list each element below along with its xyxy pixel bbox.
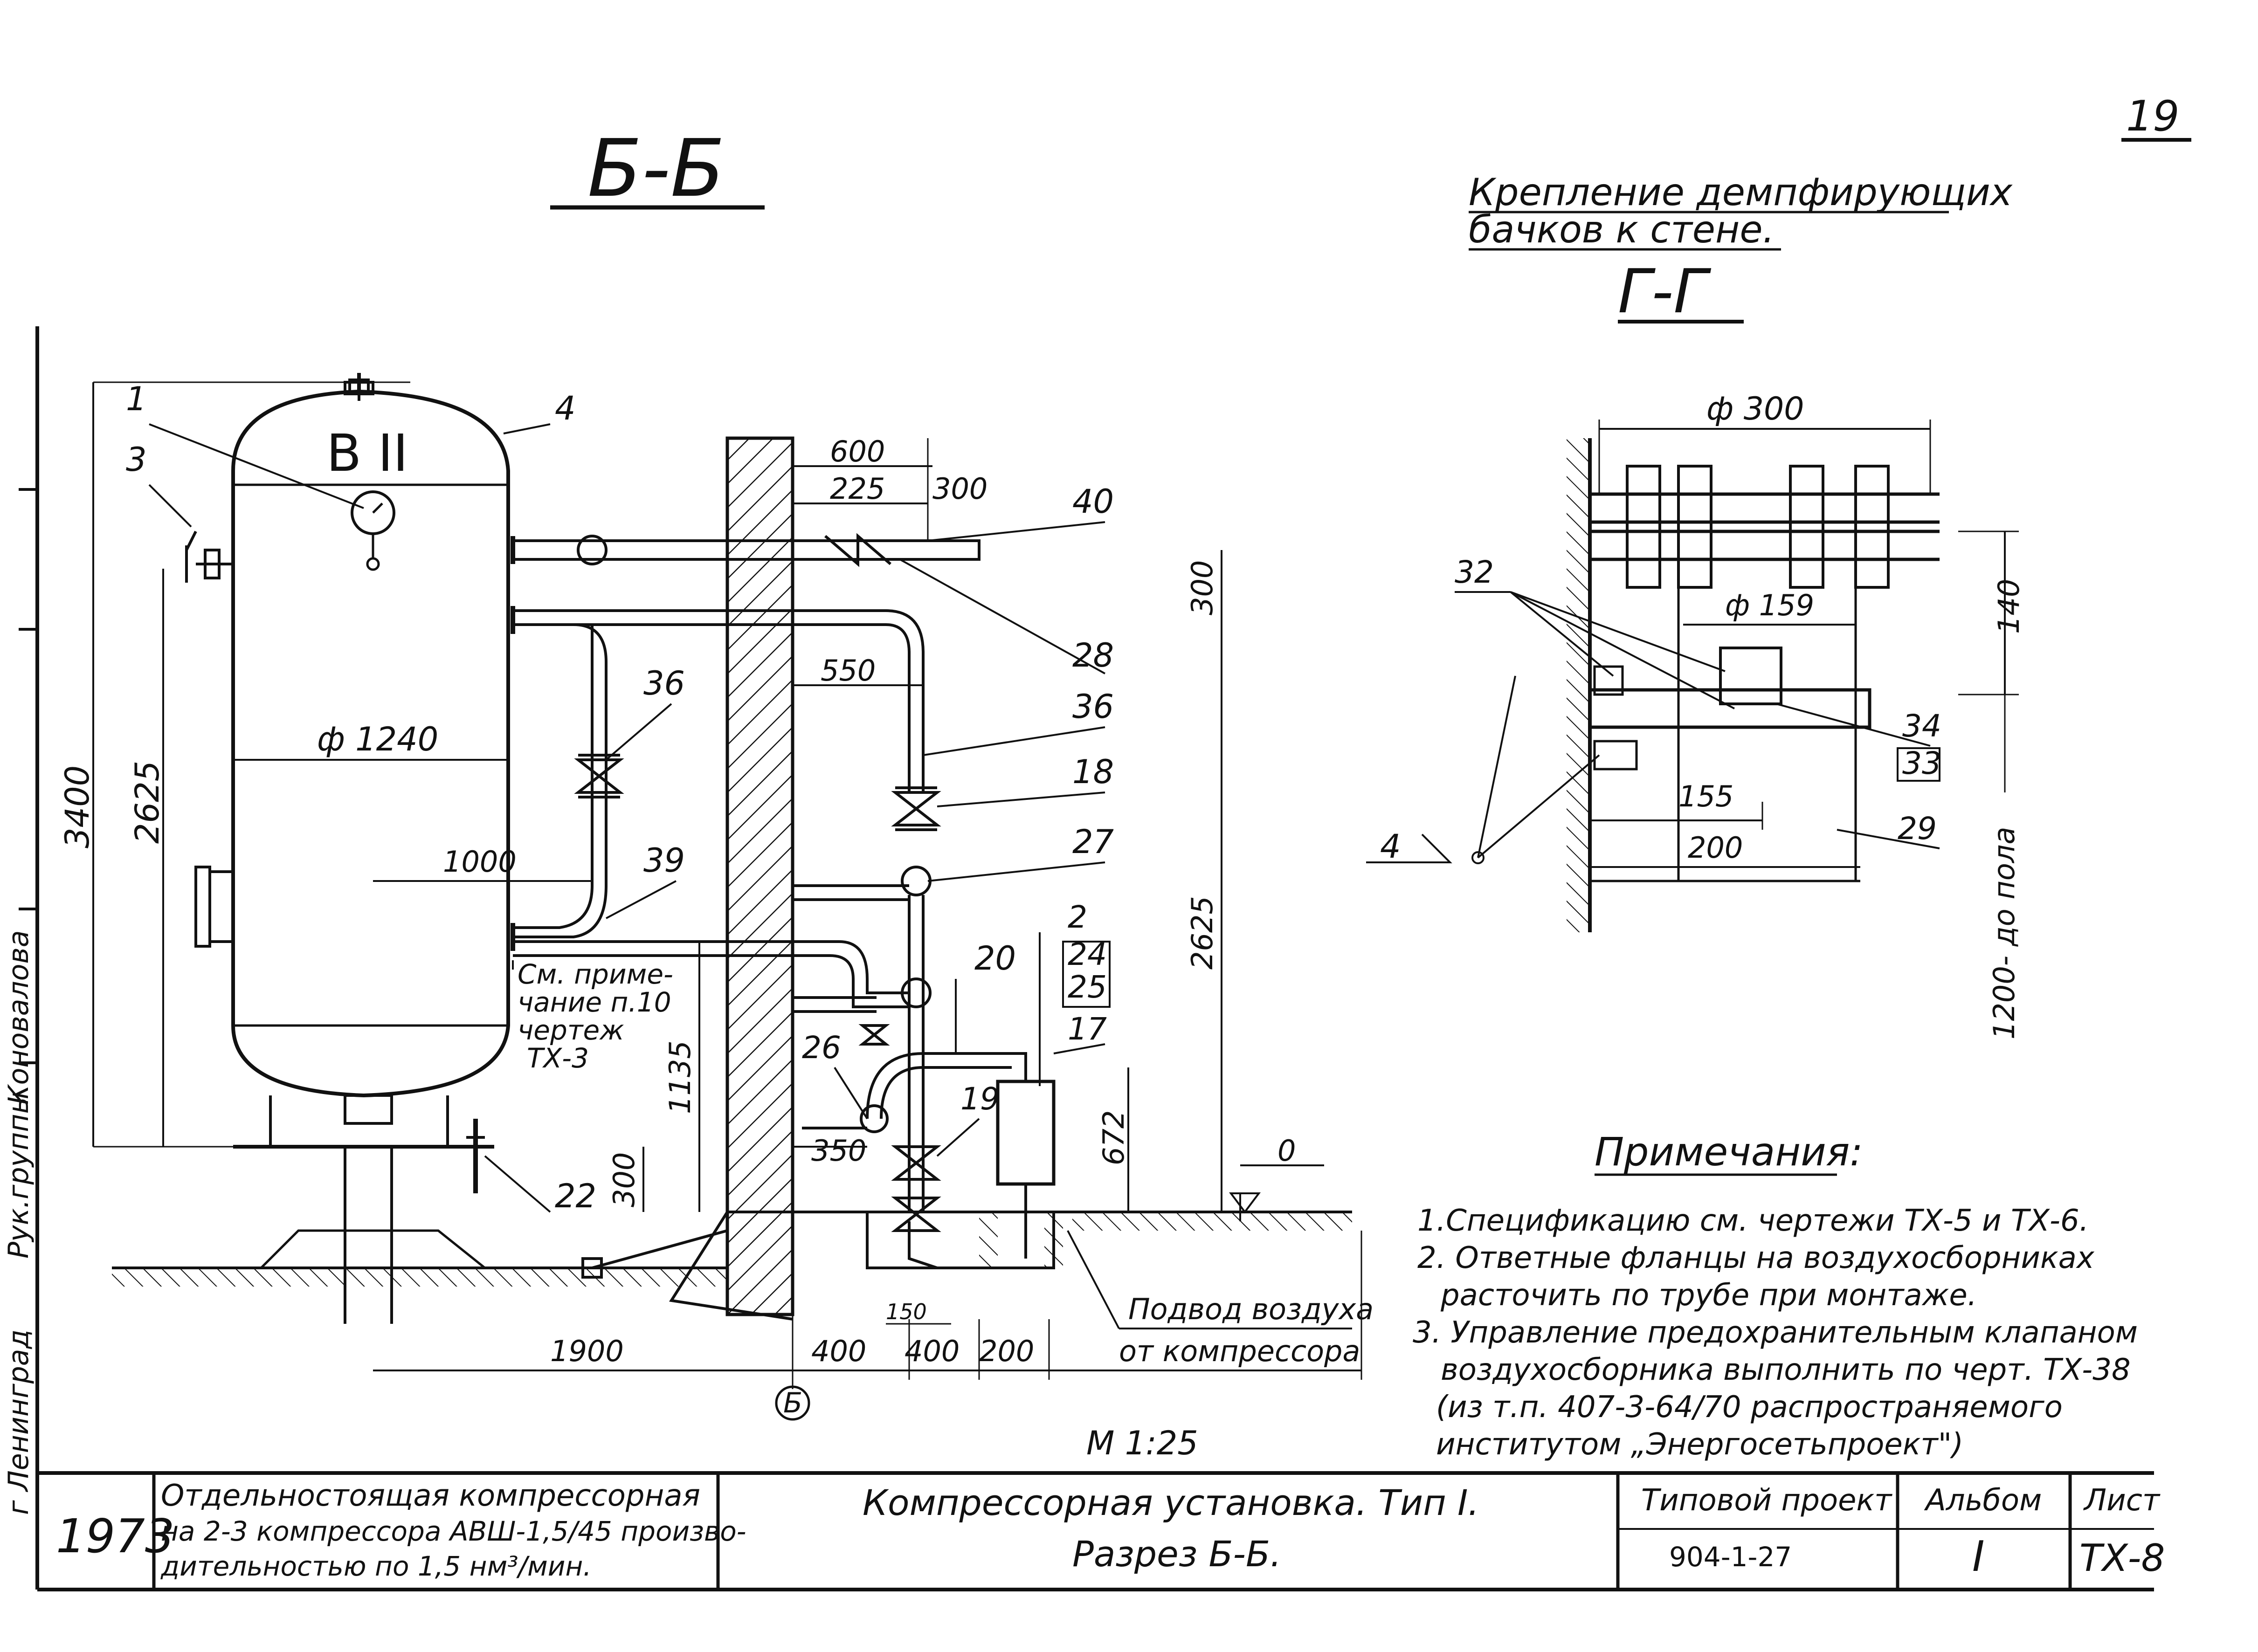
dim-140: 140 xyxy=(1992,579,2026,634)
callout-19: 19 xyxy=(960,1081,1000,1117)
callout-2: 2 xyxy=(1068,899,1087,935)
note-reference: См. приме- чание п.10 чертеж ТХ-3 xyxy=(512,958,673,1074)
note-3-cont3: институтом „Энергосетьпроект") xyxy=(1436,1427,1963,1462)
tb-year: 1973 xyxy=(56,1509,175,1563)
detail-title-line1: Крепление демпфирующих xyxy=(1469,171,2013,214)
dim-200: 200 xyxy=(979,1334,1034,1368)
note-2: 2. Ответные фланцы на воздухосборниках xyxy=(1417,1241,2095,1275)
tb-desc-line2: на 2-3 компрессора АВШ-1,5/45 произво- xyxy=(161,1515,746,1547)
callout-17: 17 xyxy=(1068,1011,1107,1047)
dim-diameter-1240: ф 1240 xyxy=(317,720,438,758)
dim-diameter-300: ф 300 xyxy=(1706,391,1804,427)
dim-400-b: 400 xyxy=(905,1334,960,1368)
callout-36-right: 36 xyxy=(1072,688,1114,726)
dim-350: 350 xyxy=(811,1134,866,1168)
dim-550: 550 xyxy=(821,654,876,688)
note-2-cont: расточить по трубе при монтаже. xyxy=(1440,1278,1977,1313)
callout-3: 3 xyxy=(126,441,147,479)
concrete-wall xyxy=(669,436,794,1321)
level-0: 0 xyxy=(1277,1134,1296,1168)
margin-group-head: Рук.группы xyxy=(2,1092,35,1259)
callout-25: 25 xyxy=(1068,969,1107,1005)
detail-section-title: Г-Г xyxy=(1618,256,1711,327)
note-ref-line2: чание п.10 xyxy=(518,986,671,1018)
dimension-labels: 600 225 300 300 550 ф 1240 1000 3400 262… xyxy=(58,434,1296,1419)
tb-desc-line1: Отдельностоящая компрессорная xyxy=(161,1479,700,1513)
notes-title: Примечания: xyxy=(1595,1129,1863,1175)
dim-600: 600 xyxy=(830,434,885,468)
callout-28: 28 xyxy=(1072,636,1114,675)
dim-200-detail: 200 xyxy=(1688,831,1743,865)
tb-project-label: Типовой проект xyxy=(1641,1483,1892,1518)
margin-name: Коновалова xyxy=(2,930,35,1105)
detail-title-line2: бачков к стене. xyxy=(1469,208,1775,251)
note-ref-line1: См. приме- xyxy=(518,958,673,990)
callout-39: 39 xyxy=(643,841,685,880)
callout-4-weld: 4 xyxy=(1380,827,1401,866)
tb-album-label: Альбом xyxy=(1924,1483,2042,1518)
notes: Примечания: 1.Спецификацию см. чертежи Т… xyxy=(1413,1129,2138,1462)
callout-32: 32 xyxy=(1455,554,1494,590)
vessel-category-label: В II xyxy=(326,423,408,483)
note-3-cont2: (из т.п. 407-3-64/70 распространяемого xyxy=(1436,1390,2063,1425)
callout-22: 22 xyxy=(555,1177,596,1215)
dim-400-a: 400 xyxy=(811,1334,866,1368)
dim-1900: 1900 xyxy=(550,1334,624,1368)
callout-40: 40 xyxy=(1072,482,1114,521)
scale-label: М 1:25 xyxy=(1086,1424,1198,1462)
dim-2625-right: 2625 xyxy=(1185,896,1219,970)
callout-4: 4 xyxy=(555,389,576,427)
tb-title-line1: Компрессорная установка. Тип I. xyxy=(863,1482,1479,1523)
dim-225: 225 xyxy=(830,472,885,506)
callout-29: 29 xyxy=(1898,811,1937,847)
dim-150: 150 xyxy=(886,1299,927,1324)
callout-26: 26 xyxy=(802,1030,841,1066)
callout-27: 27 xyxy=(1072,823,1114,861)
callout-20: 20 xyxy=(974,939,1016,977)
tb-sheet-number: ТХ-8 xyxy=(2079,1536,2165,1580)
callout-33: 33 xyxy=(1902,745,1941,781)
callout-18: 18 xyxy=(1072,753,1114,791)
dim-2625-left: 2625 xyxy=(128,761,166,844)
note-ref-line3: чертеж xyxy=(518,1014,624,1046)
tb-title-line2: Разрез Б-Б. xyxy=(1072,1533,1281,1575)
tb-desc-line3: дительностью по 1,5 нм³/мин. xyxy=(160,1550,592,1582)
left-margin: г Ленинград Рук.группы Коновалова xyxy=(2,326,39,1590)
dim-diameter-159: ф 159 xyxy=(1725,588,1814,622)
note-3-cont1: воздухосборника выполнить по черт. ТХ-38 xyxy=(1441,1353,2131,1387)
dim-3400: 3400 xyxy=(58,765,97,848)
air-supply-line1: Подвод воздуха xyxy=(1128,1292,1374,1326)
callout-36-left: 36 xyxy=(643,664,685,702)
dim-672: 672 xyxy=(1097,1110,1131,1165)
dim-300-top: 300 xyxy=(932,472,987,506)
dim-155: 155 xyxy=(1678,779,1733,813)
dim-1000: 1000 xyxy=(443,845,517,879)
note-3: 3. Управление предохранительным клапаном xyxy=(1413,1315,2138,1350)
dim-1135: 1135 xyxy=(663,1040,697,1114)
piping xyxy=(511,533,1063,1279)
section-title: Б-Б xyxy=(587,123,725,215)
dim-300-right: 300 xyxy=(1185,560,1219,615)
note-ref-line4: ТХ-3 xyxy=(527,1042,589,1074)
dim-300-bottom: 300 xyxy=(607,1152,641,1207)
callouts: 4 1 3 40 28 36 18 27 36 39 20 2 24 25 17… xyxy=(126,380,1114,1215)
axis-mark: Б xyxy=(783,1387,802,1419)
tb-sheet-label: Лист xyxy=(2083,1483,2161,1518)
air-supply-line2: от компрессора xyxy=(1119,1334,1360,1368)
callout-34: 34 xyxy=(1902,708,1941,744)
tb-project-number: 904-1-27 xyxy=(1669,1541,1792,1573)
note-1: 1.Спецификацию см. чертежи ТХ-5 и ТХ-6. xyxy=(1417,1204,2089,1238)
margin-city: г Ленинград xyxy=(2,1329,35,1515)
dim-1200-to-floor: 1200- до пола xyxy=(1987,827,2021,1039)
air-supply-label: Подвод воздуха от компрессора xyxy=(1067,1230,1374,1368)
tb-album-number: I xyxy=(1972,1532,1985,1581)
sheet-corner-number: 19 xyxy=(2126,92,2180,141)
dimension-lines xyxy=(92,381,1362,1421)
detail-wall-fixing: ф 300 ф 159 140 155 200 1200- до пола 32… xyxy=(1366,391,2026,1039)
callout-1: 1 xyxy=(126,380,147,418)
title-block: 1973 Отдельностоящая компрессорная на 2-… xyxy=(37,1471,2165,1591)
